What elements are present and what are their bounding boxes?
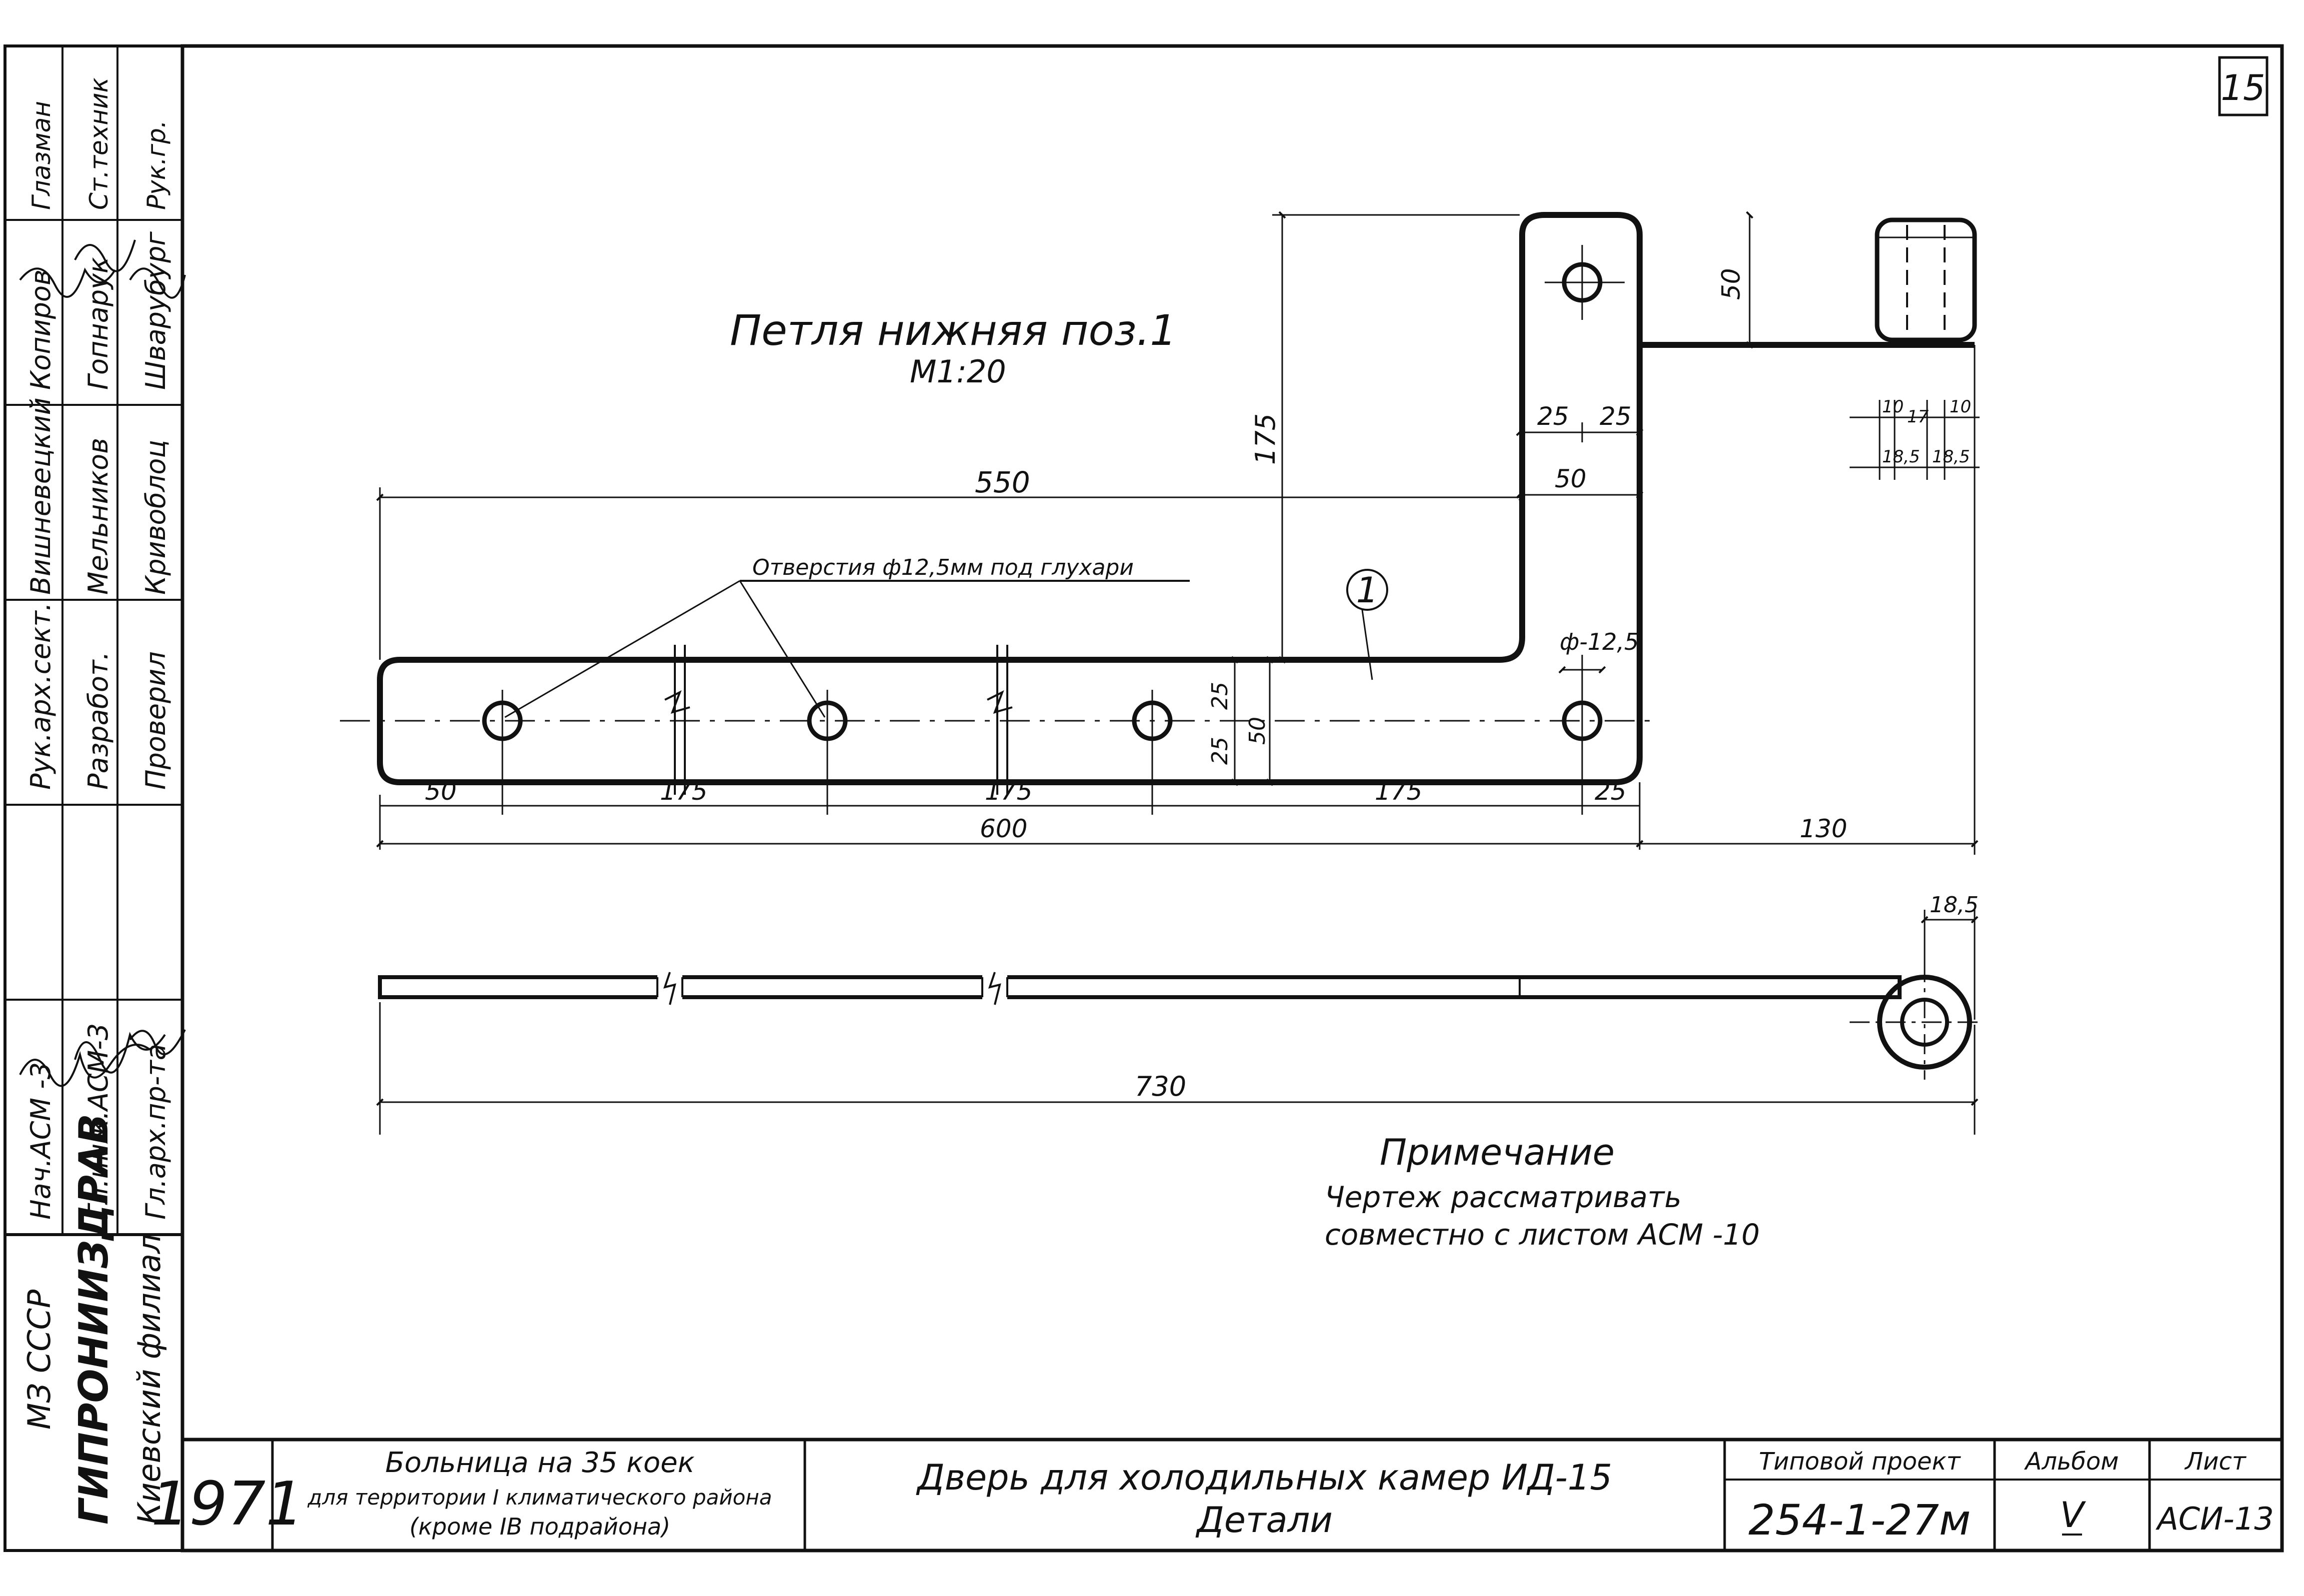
- position-4: Рук.арх.сект.: [25, 602, 56, 790]
- dim-50-side: 50: [1245, 717, 1270, 745]
- knuckle-dim-2: 10: [1950, 397, 1971, 417]
- knuckle-dim-4: 18,5: [1932, 447, 1970, 467]
- signature-6: [129, 267, 186, 299]
- title-block: 1971 Больница на 35 коек для территории …: [151, 1438, 2282, 1551]
- project-line-2: для территории I климатического района: [307, 1485, 772, 1510]
- dim-175-b: 175: [985, 777, 1032, 806]
- sheet-number: 15: [2221, 67, 2265, 108]
- drawing-line-1: Дверь для холодильных камер ИД-15: [916, 1457, 1612, 1498]
- typical-project-value: 254-1-27м: [1749, 1496, 1971, 1545]
- note: Примечание Чертеж рассматривать совместн…: [1325, 1131, 1760, 1252]
- signature-5: [74, 239, 136, 272]
- hinge-side-view: 18,5 730: [376, 892, 1980, 1135]
- dim-175-c: 175: [1375, 777, 1422, 806]
- position-marker-label: 1: [1356, 570, 1379, 611]
- dim-175-vertical: 175: [1250, 413, 1281, 465]
- name-melnikov: Мельников: [82, 438, 114, 595]
- knuckle-dim-0: 10: [1882, 397, 1904, 417]
- album-value: V: [2060, 1495, 2086, 1536]
- position-1: Гл.инж.АСМ-3: [82, 1023, 114, 1220]
- knuckle-dimensions: 10 17 10 18,5 18,5: [1850, 397, 1980, 480]
- sheet-number-box: 15: [2218, 56, 2269, 116]
- signature-2: [74, 1032, 166, 1074]
- hinge-plan-view: 1 Отверстия ф12,5мм под глухари: [340, 212, 1977, 795]
- note-heading: Примечание: [1380, 1131, 1615, 1173]
- note-line-2: совместно с листом АСМ -10: [1325, 1218, 1760, 1252]
- position-10: Рук.гр.: [142, 120, 171, 210]
- knuckle-top-view: [1875, 217, 1977, 342]
- position-5: Разработ.: [82, 651, 114, 790]
- dim-130: 130: [1800, 814, 1847, 843]
- org-line-3: Киевский филиал: [131, 1234, 167, 1525]
- dim-600: 600: [980, 814, 1027, 843]
- position-6: Проверил: [140, 651, 171, 790]
- sheet-frame: [180, 44, 2284, 1553]
- knuckle-dim-3: 18,5: [1882, 447, 1920, 467]
- dim-25-bottom: 25: [1595, 777, 1627, 806]
- left-stamp-strip: МЗ СССР ГИПРОНИИЗДРАВ Киевский филиал На…: [3, 44, 186, 1552]
- dim-25-b: 25: [1207, 737, 1233, 765]
- dim-phi: ф-12,5: [1560, 628, 1639, 655]
- position-0: Нач.АСМ -3: [25, 1062, 56, 1220]
- knuckle-dim-1: 17: [1907, 407, 1929, 427]
- name-shvar: Шварубург: [140, 231, 171, 390]
- album-label: Альбом: [2024, 1448, 2119, 1476]
- part-scale: М1:20: [910, 353, 1006, 390]
- org-line-1: МЗ СССР: [21, 1289, 57, 1430]
- name-kopirov: Копиров: [25, 269, 56, 390]
- sheet-value: АСИ-13: [2155, 1501, 2274, 1537]
- signature-1: [19, 1044, 151, 1087]
- break-marks-plan: [664, 645, 1013, 795]
- dim-25-left: 25: [1537, 402, 1569, 431]
- position-9: Ст.техник: [84, 77, 113, 210]
- holes-callout: Отверстия ф12,5мм под глухари: [752, 555, 1134, 580]
- note-line-1: Чертеж рассматривать: [1325, 1180, 1682, 1214]
- title-year: 1971: [151, 1470, 303, 1539]
- dim-18-5-side: 18,5: [1930, 892, 1979, 918]
- name-kriv: Кривоблоц: [140, 440, 171, 595]
- dim-50-mid: 50: [1555, 464, 1587, 493]
- dim-730: 730: [1135, 1071, 1186, 1102]
- project-line-1: Больница на 35 коек: [385, 1447, 695, 1479]
- position-marker: [1346, 569, 1388, 611]
- name-vishnevetsky: Вишневецкий: [25, 397, 56, 595]
- typical-project-label: Типовой проект: [1759, 1448, 1961, 1476]
- dim-25-a: 25: [1207, 682, 1233, 710]
- position-2: Гл.арх.пр-та: [140, 1044, 171, 1220]
- dimensions-plan: 550 175 50 25 25 50 ф-12,5 25 25 50 50: [376, 211, 1980, 855]
- dim-175-a: 175: [660, 777, 707, 806]
- dim-50-top: 50: [1717, 268, 1746, 300]
- drawing-line-2: Детали: [1195, 1500, 1333, 1541]
- dim-50-bottom: 50: [425, 777, 457, 806]
- dim-550: 550: [975, 465, 1030, 499]
- part-title: Петля нижняя поз.1: [730, 306, 1177, 355]
- project-line-3: (кроме IВ подрайона): [409, 1513, 670, 1540]
- sheet-label: Лист: [2184, 1448, 2247, 1476]
- position-8: Глазман: [27, 101, 56, 210]
- signature-3: [129, 1029, 186, 1056]
- dim-25-right: 25: [1600, 402, 1632, 431]
- org-line-2: ГИПРОНИИЗДРАВ: [70, 1114, 117, 1525]
- signature-4: [19, 267, 116, 298]
